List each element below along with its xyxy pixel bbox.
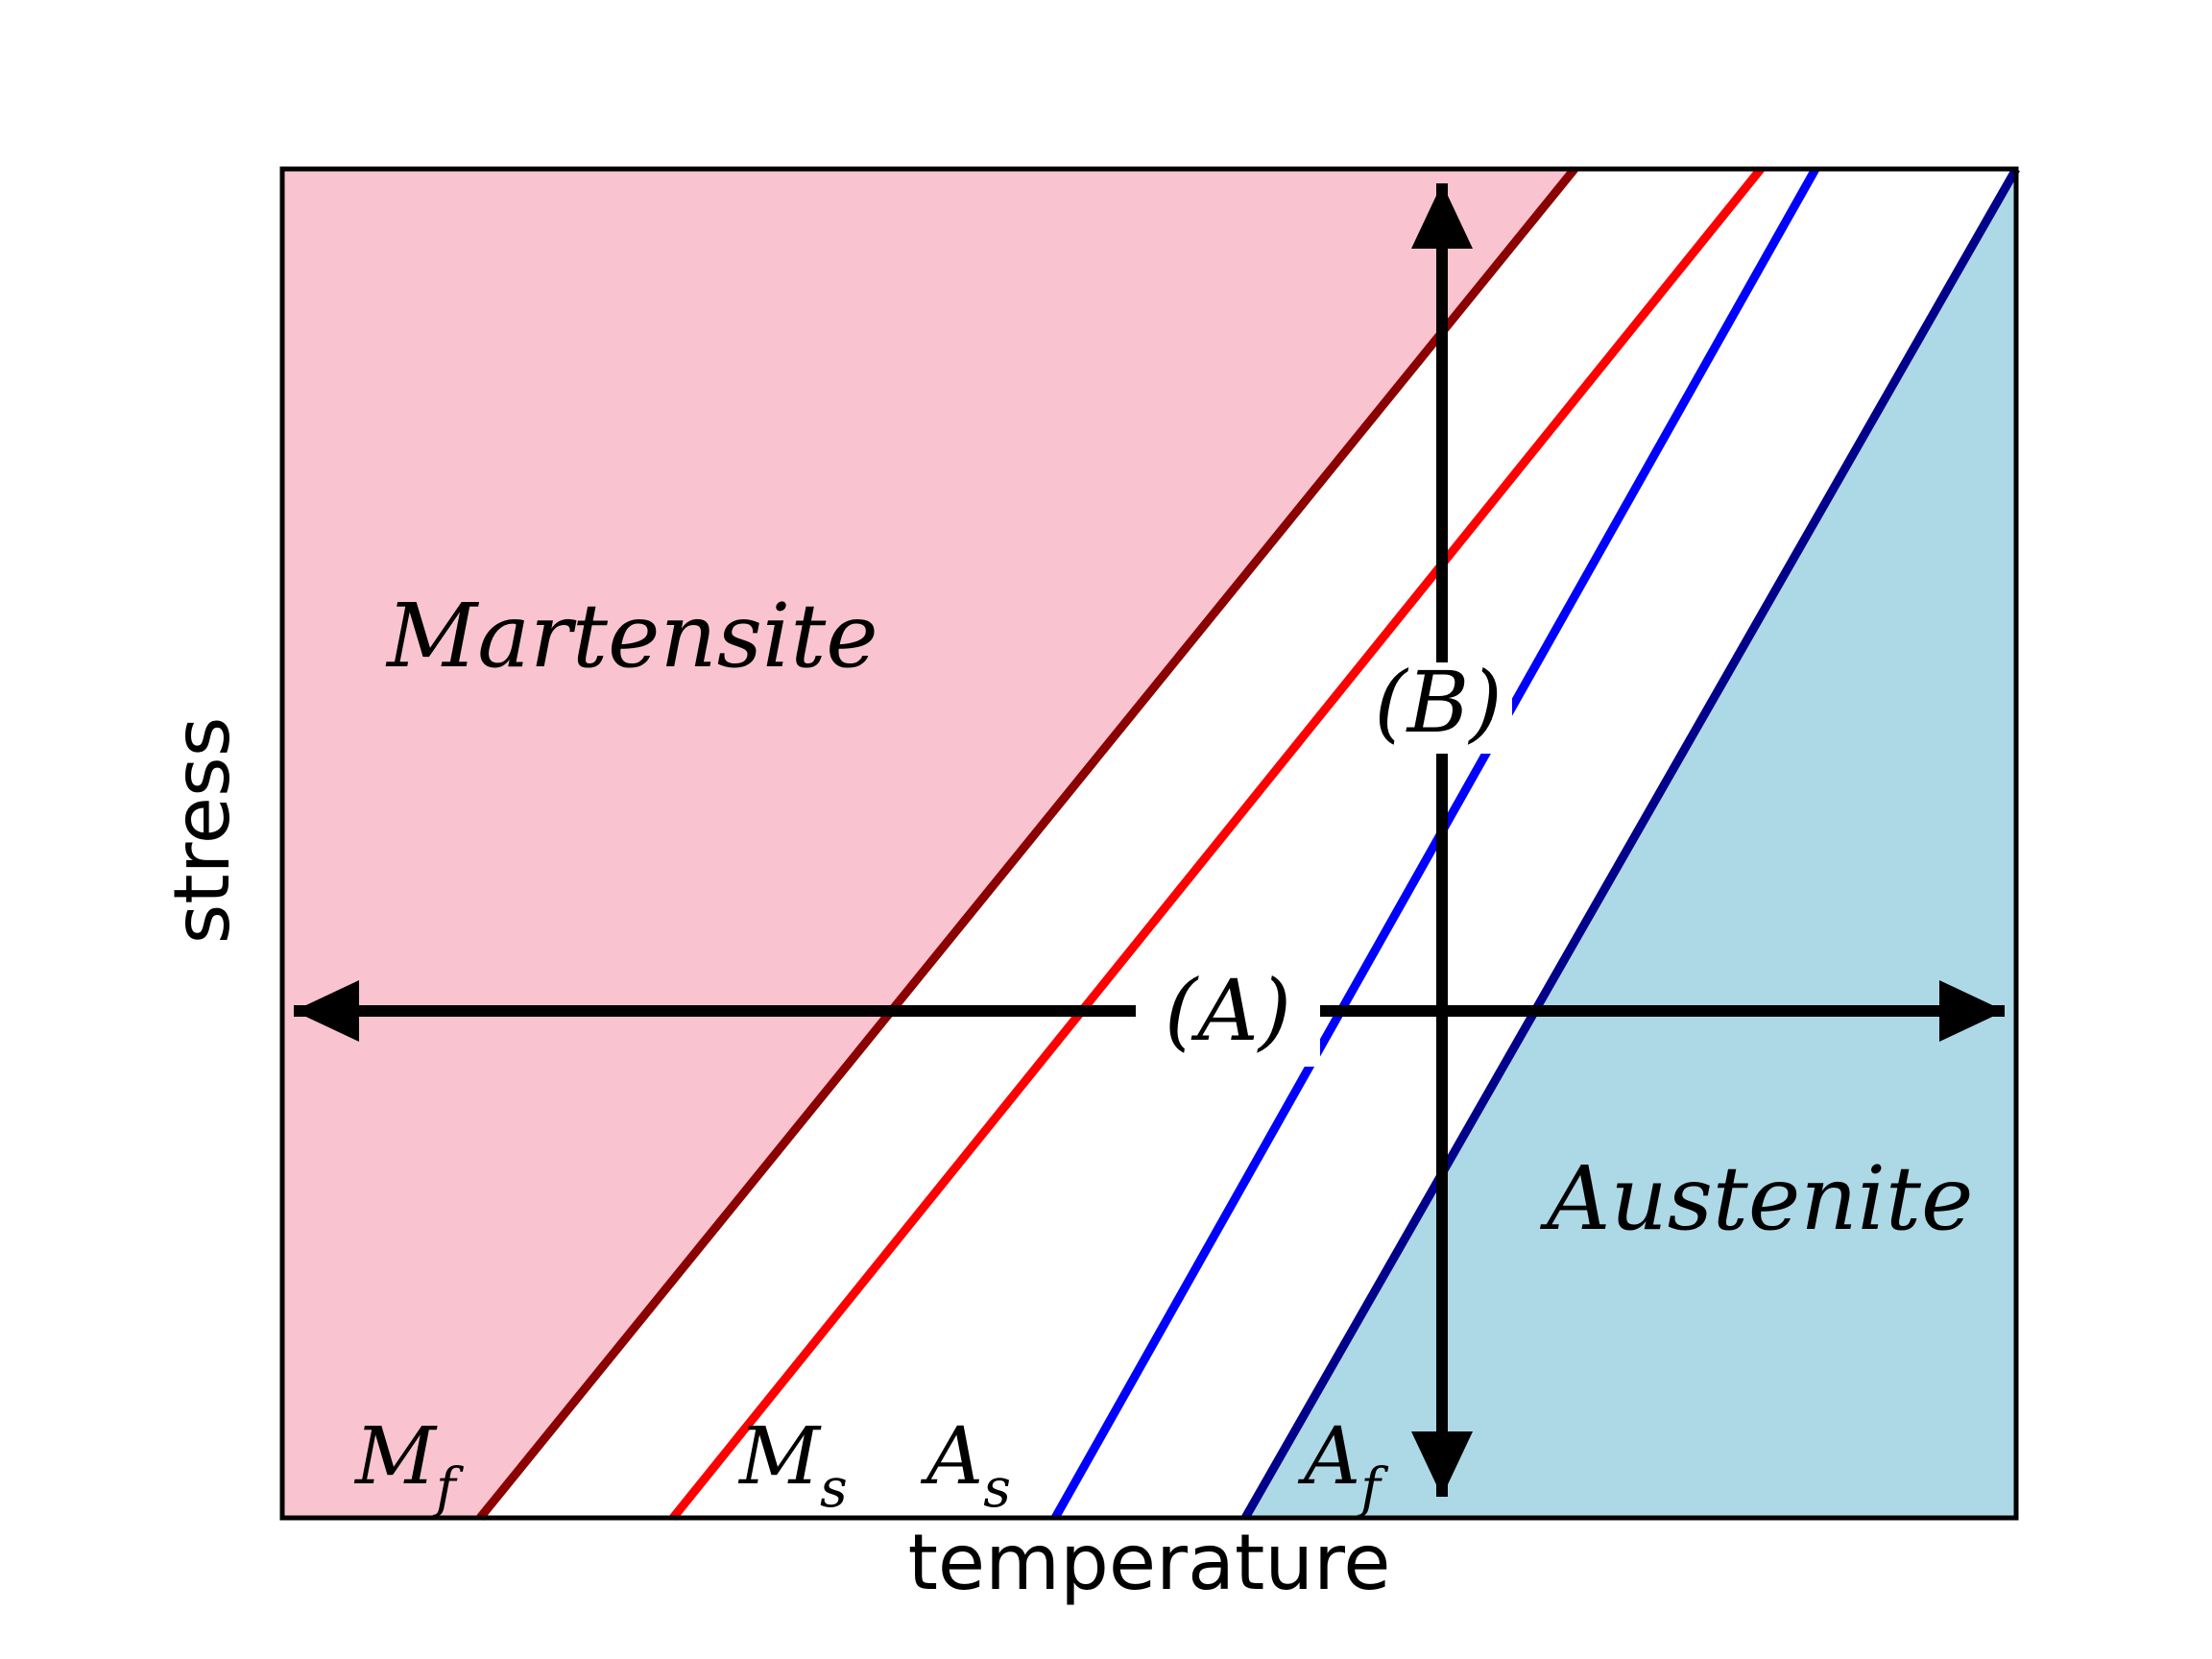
path-a-label-background bbox=[1136, 955, 1320, 1067]
austenite-start-label-main: A bbox=[920, 1411, 983, 1503]
martensite-label: Martensite bbox=[385, 585, 878, 687]
x-axis-label: temperature bbox=[908, 1518, 1391, 1607]
path-a-label: (A) bbox=[1165, 961, 1291, 1060]
martensite-start-line bbox=[669, 166, 1765, 1521]
plot-frame bbox=[279, 166, 2019, 1521]
austenite-start-label-sub: s bbox=[983, 1457, 1011, 1520]
austenite-label: Austenite bbox=[1539, 1147, 1973, 1250]
martensite-region bbox=[282, 169, 1575, 1518]
austenite-finish-label: Af bbox=[1297, 1411, 1389, 1520]
martensite-start-label-sub: s bbox=[820, 1457, 848, 1520]
martensite-finish-label-main: M bbox=[353, 1411, 438, 1503]
austenite-finish-line bbox=[1241, 166, 2020, 1521]
martensite-start-label: Ms bbox=[737, 1411, 848, 1520]
austenite-start-label: As bbox=[920, 1411, 1011, 1520]
austenite-finish-label-main: A bbox=[1297, 1411, 1360, 1503]
martensite-finish-line bbox=[476, 166, 1578, 1521]
path-b-label: (B) bbox=[1374, 653, 1502, 752]
y-axis-label: stress bbox=[157, 717, 247, 945]
path-b-label-background bbox=[1368, 662, 1512, 754]
martensite-start-label-main: M bbox=[737, 1411, 822, 1503]
